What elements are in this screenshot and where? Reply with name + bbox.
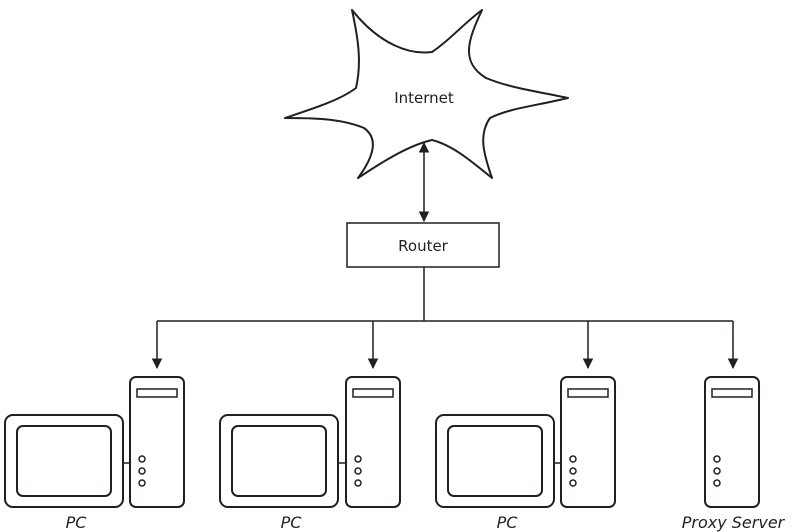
proxy-server-label: Proxy Server (682, 513, 786, 532)
monitor-icon (4, 414, 124, 508)
tower-icon (129, 376, 185, 508)
router-label: Router (398, 237, 449, 255)
pc-node-1: PC (4, 376, 185, 532)
router-box: Router (346, 222, 500, 268)
lan-bus (151, 267, 739, 370)
pc-node-3: PC (435, 376, 616, 532)
monitor-icon (435, 414, 555, 508)
pc-label-2: PC (281, 513, 303, 532)
proxy-server-node: Proxy Server (682, 376, 786, 532)
pc-node-2: PC (219, 376, 401, 532)
pc-label-3: PC (497, 513, 519, 532)
pc-label-1: PC (66, 513, 88, 532)
internet-cloud: Internet (284, 9, 569, 179)
tower-icon (704, 376, 760, 508)
tower-icon (345, 376, 401, 508)
internet-label: Internet (394, 89, 454, 107)
monitor-icon (219, 414, 339, 508)
tower-icon (560, 376, 616, 508)
cloud-icon (284, 9, 569, 179)
